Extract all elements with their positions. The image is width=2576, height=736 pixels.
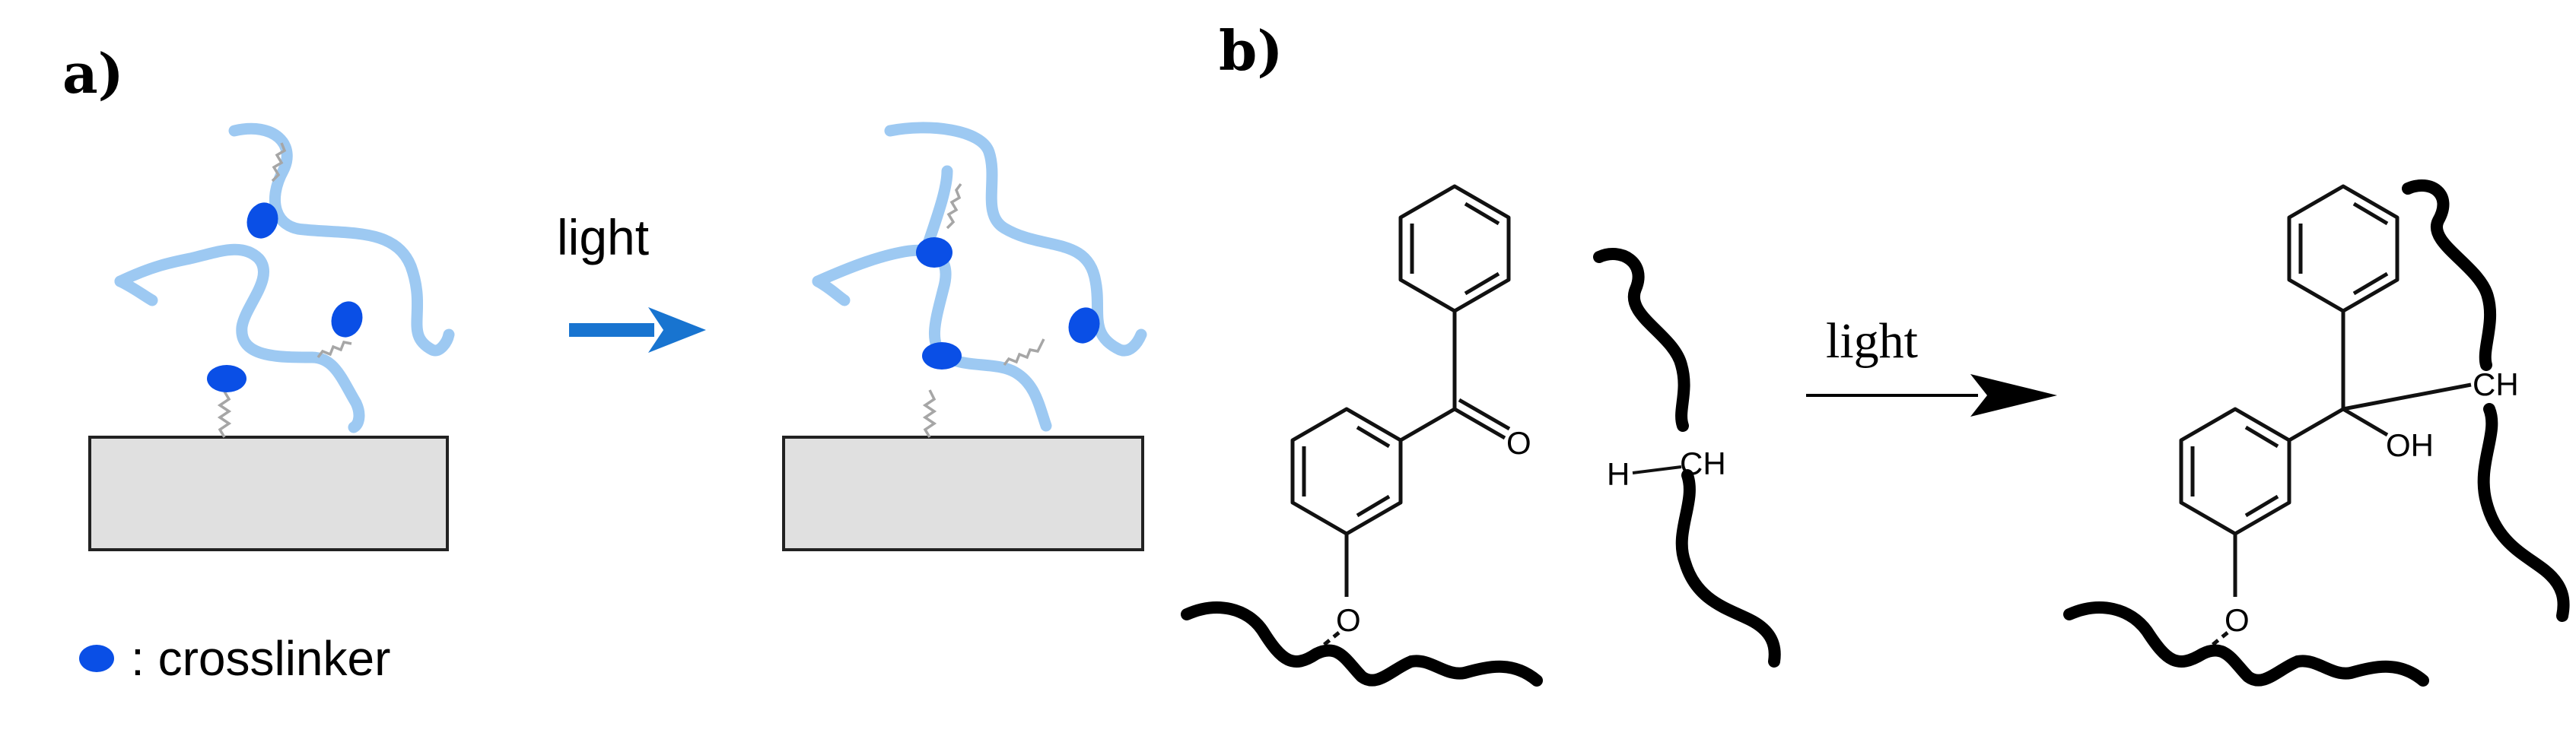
polymer-backbone-reactant bbox=[1181, 601, 1543, 687]
tether bbox=[271, 142, 287, 182]
tether bbox=[922, 389, 937, 438]
tether bbox=[1003, 338, 1045, 366]
panel-a-after bbox=[782, 122, 1147, 551]
phenyl-ring-bottom bbox=[2179, 407, 2291, 536]
crosslinkers-before bbox=[207, 202, 363, 392]
polymer-chain-ch bbox=[1675, 469, 1781, 668]
panel-a: a) light bbox=[62, 41, 1147, 686]
benzophenone-reactant bbox=[1290, 184, 1511, 654]
ch-group-product: CH bbox=[2473, 366, 2519, 402]
tether bbox=[316, 340, 352, 359]
phenyl-ring-top bbox=[1398, 184, 1511, 313]
polymer-chain bbox=[114, 275, 158, 306]
polymer-backbone-product bbox=[2063, 601, 2429, 687]
panel-b-arrow-label: light bbox=[1826, 313, 1918, 369]
panel-a-before bbox=[88, 122, 455, 551]
h-ch-group: H CH bbox=[1607, 446, 1726, 492]
ch-group-reactant: CH bbox=[1680, 446, 1726, 481]
crosslinker bbox=[207, 365, 246, 392]
phenyl-ring-top bbox=[2287, 184, 2399, 313]
crosslinker bbox=[1068, 307, 1100, 344]
ether-oxygen-product: O bbox=[2225, 602, 2250, 638]
crosslinker bbox=[922, 342, 962, 370]
crosslinker bbox=[246, 202, 278, 239]
polymer-chains-after bbox=[812, 122, 1147, 432]
polymer-chain bbox=[812, 275, 851, 306]
tether bbox=[946, 182, 962, 230]
tether bbox=[217, 391, 232, 438]
arrow-head bbox=[1970, 374, 2057, 417]
polymer-chains-before bbox=[114, 122, 455, 433]
crosslinkers-after bbox=[916, 237, 1100, 370]
polymer-chain bbox=[884, 122, 1147, 357]
panel-a-arrow-label: light bbox=[557, 209, 649, 265]
polymer-chain-ch bbox=[2477, 403, 2570, 622]
polymer-chain bbox=[812, 244, 1052, 432]
legend-text: : crosslinker bbox=[131, 631, 390, 686]
hydroxyl-group: OH bbox=[2386, 427, 2434, 463]
legend: : crosslinker bbox=[79, 631, 390, 686]
substrate-after bbox=[782, 436, 1144, 551]
arrow-head bbox=[648, 307, 706, 353]
polymer-chain-ch bbox=[1593, 248, 1690, 432]
phenyl-ring-bottom bbox=[1290, 407, 1403, 536]
crosslinker bbox=[916, 237, 952, 268]
panel-a-label: a) bbox=[62, 41, 124, 106]
panel-b-arrow bbox=[1806, 374, 2057, 417]
ether-oxygen-reactant: O bbox=[1336, 602, 1361, 638]
panel-b: b) O O bbox=[1181, 18, 2570, 687]
legend-crosslinker-icon bbox=[79, 645, 114, 672]
arrow-shaft bbox=[569, 323, 654, 337]
polymer-chain bbox=[114, 243, 365, 433]
tethers-after bbox=[922, 182, 1045, 438]
crosslinker bbox=[331, 301, 363, 338]
polymer-chain bbox=[228, 122, 455, 357]
panel-a-arrow bbox=[569, 307, 706, 353]
carbonyl-oxygen: O bbox=[1506, 425, 1531, 461]
polymer-chain-ch bbox=[2402, 179, 2497, 371]
h-atom: H bbox=[1607, 456, 1630, 492]
tethers-before bbox=[217, 142, 352, 438]
panel-b-label: b) bbox=[1219, 18, 1283, 83]
benzhydrol-product bbox=[2179, 184, 2472, 654]
substrate-before bbox=[88, 436, 449, 551]
